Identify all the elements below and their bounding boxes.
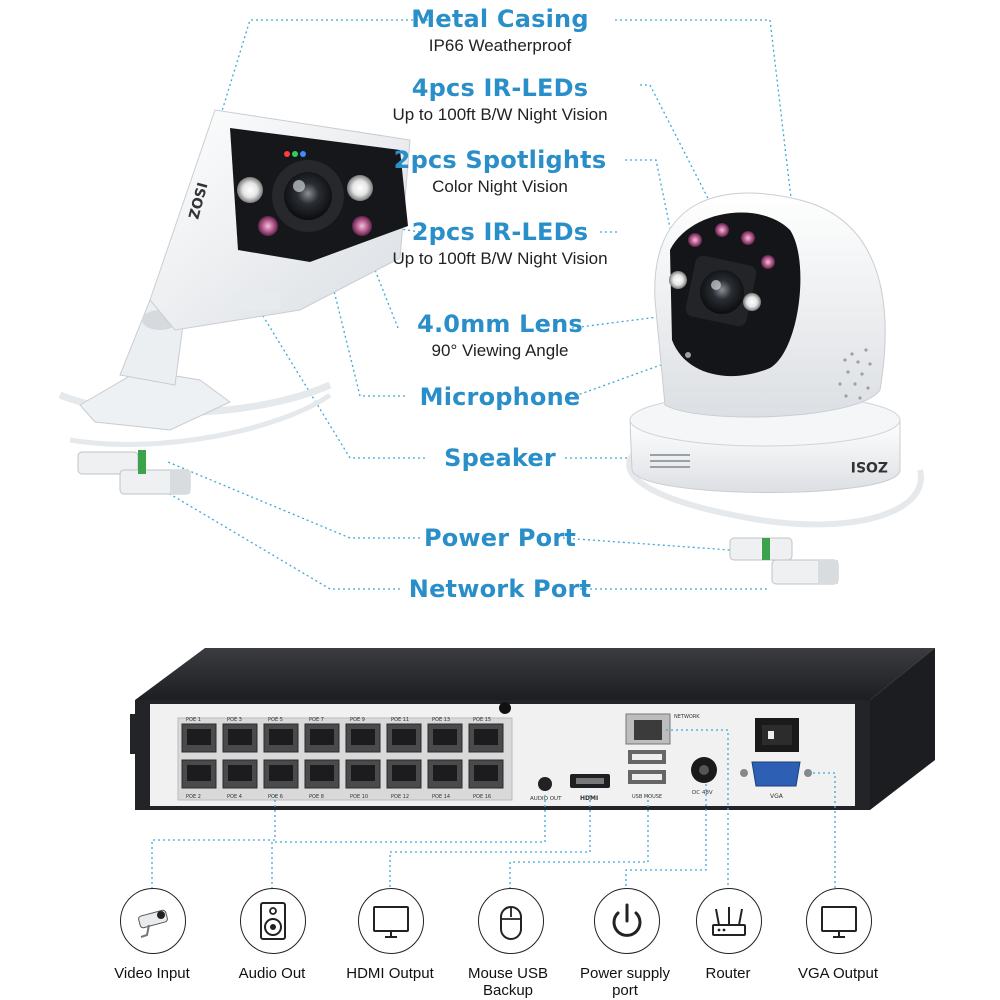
port-label-router: Router xyxy=(705,965,751,982)
poe-port: POE 8 xyxy=(304,759,340,800)
poe-label: POE 4 xyxy=(227,794,242,800)
feature-2pcs-ir-leds: 2pcs IR-LEDs Up to 100ft B/W Night Visio… xyxy=(350,218,650,270)
poe-label: POE 13 xyxy=(432,717,450,723)
poe-label: POE 8 xyxy=(309,794,324,800)
svg-text:AUDIO OUT: AUDIO OUT xyxy=(530,796,562,802)
port-label-video-input: Video Input xyxy=(114,965,190,982)
poe-port: POE 14 xyxy=(427,759,463,800)
svg-text:USB MOUSE: USB MOUSE xyxy=(632,794,662,800)
power-icon xyxy=(594,888,660,954)
svg-text:DC 48V: DC 48V xyxy=(692,790,713,796)
poe-label: POE 10 xyxy=(350,794,368,800)
poe-label: POE 3 xyxy=(227,717,242,723)
mouse-icon xyxy=(478,888,544,954)
poe-port: POE 13 xyxy=(427,717,463,753)
feature-title: Power Port xyxy=(423,524,577,552)
port-label-hdmi-output: HDMI Output xyxy=(346,965,434,982)
dome-brand: ZOSI xyxy=(851,458,888,474)
feature-lens: 4.0mm Lens 90° Viewing Angle xyxy=(350,310,650,362)
monitor-icon xyxy=(358,888,424,954)
feature-title: 2pcs Spotlights xyxy=(393,146,607,174)
dome-camera: ZOSI xyxy=(626,192,924,585)
dome-speaker-grille xyxy=(838,348,872,400)
poe-port: POE 16 xyxy=(468,759,504,800)
port-label-mouse-usb-backup: Mouse USB Backup xyxy=(467,965,549,999)
audio-out-jack: AUDIO OUT xyxy=(530,777,562,802)
poe-port: POE 4 xyxy=(222,759,258,800)
feature-subtitle: Color Night Vision xyxy=(432,177,568,196)
poe-label: POE 9 xyxy=(350,717,365,723)
dc-power-port: DC 48V xyxy=(691,757,717,796)
poe-port: POE 11 xyxy=(386,717,422,753)
feature-title: Network Port xyxy=(408,575,592,603)
feature-subtitle: Up to 100ft B/W Night Vision xyxy=(392,105,608,124)
poe-label: POE 5 xyxy=(268,717,283,723)
poe-port: POE 9 xyxy=(345,717,381,753)
feature-speaker: Speaker xyxy=(350,444,650,472)
router-icon xyxy=(696,888,762,954)
svg-text:HDMI: HDMI xyxy=(580,795,598,802)
feature-2pcs-spotlights: 2pcs Spotlights Color Night Vision xyxy=(350,146,650,198)
monitor-icon xyxy=(806,888,872,954)
feature-subtitle: IP66 Weatherproof xyxy=(428,36,572,55)
hdmi-port: HDMI xyxy=(570,774,610,802)
usb-ports: USB MOUSE xyxy=(628,750,666,800)
poe-label: POE 15 xyxy=(473,717,491,723)
power-switch xyxy=(755,718,799,752)
poe-label: POE 16 xyxy=(473,794,491,800)
poe-label: POE 14 xyxy=(432,794,450,800)
poe-port: POE 3 xyxy=(222,717,258,753)
nvr-recorder: POE 1 POE 3 POE 5 POE 7 POE 9 POE 11 POE 13 POE… xyxy=(130,648,935,810)
svg-text:NETWORK: NETWORK xyxy=(674,714,700,720)
poe-port: POE 7 xyxy=(304,717,340,753)
bullet-connectors xyxy=(77,450,191,495)
bullet-camera: ZOSI xyxy=(58,109,411,495)
speaker-icon xyxy=(240,888,306,954)
port-leader-lines xyxy=(151,729,836,888)
poe-port: POE 12 xyxy=(386,759,422,800)
feature-4pcs-ir-leds: 4pcs IR-LEDs Up to 100ft B/W Night Visio… xyxy=(350,74,650,126)
poe-label: POE 7 xyxy=(309,717,324,723)
camera-icon xyxy=(120,888,186,954)
feature-title: 2pcs IR-LEDs xyxy=(411,218,589,246)
feature-title: 4pcs IR-LEDs xyxy=(411,74,589,102)
feature-subtitle: Up to 100ft B/W Night Vision xyxy=(392,249,608,268)
port-label-power-supply-port: Power supply port xyxy=(579,965,671,999)
poe-label: POE 12 xyxy=(391,794,409,800)
feature-metal-casing: Metal Casing IP66 Weatherproof xyxy=(350,5,650,57)
feature-network-port: Network Port xyxy=(350,575,650,603)
svg-text:VGA: VGA xyxy=(770,793,784,800)
poe-port: POE 10 xyxy=(345,759,381,800)
leader-lines xyxy=(157,19,796,590)
port-label-vga-output: VGA Output xyxy=(797,965,879,982)
poe-label: POE 1 xyxy=(186,717,201,723)
feature-title: Microphone xyxy=(419,383,581,411)
feature-subtitle: 90° Viewing Angle xyxy=(431,341,569,360)
poe-port: POE 5 xyxy=(263,717,299,753)
poe-port: POE 15 xyxy=(468,717,504,753)
poe-label: POE 11 xyxy=(391,717,409,723)
port-label-audio-out: Audio Out xyxy=(238,965,306,982)
poe-port: POE 2 xyxy=(181,759,217,800)
feature-power-port: Power Port xyxy=(350,524,650,552)
feature-title: Metal Casing xyxy=(411,5,589,33)
poe-label: POE 2 xyxy=(186,794,201,800)
dome-connectors xyxy=(729,537,839,585)
network-port: NETWORK xyxy=(625,713,700,745)
poe-port: POE 6 xyxy=(263,759,299,800)
poe-port: POE 1 xyxy=(181,717,217,753)
feature-title: 4.0mm Lens xyxy=(417,310,583,338)
feature-title: Speaker xyxy=(444,444,556,472)
feature-microphone: Microphone xyxy=(350,383,650,411)
dome-base-grille xyxy=(650,454,690,468)
